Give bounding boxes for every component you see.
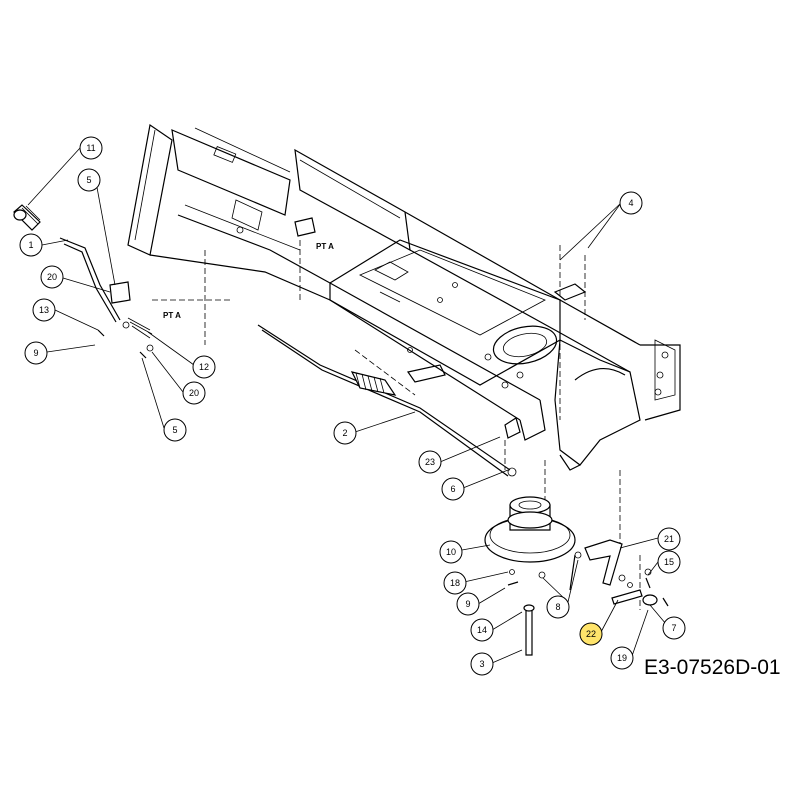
callout-9-left: 9 xyxy=(24,341,48,365)
svg-text:2: 2 xyxy=(342,428,347,438)
callout-9-right: 9 xyxy=(456,592,480,616)
document-id: E3-07526D-01 xyxy=(644,656,781,679)
svg-text:5: 5 xyxy=(172,425,177,435)
callout-23: 23 xyxy=(418,450,442,474)
svg-text:22: 22 xyxy=(586,629,596,639)
callout-21: 21 xyxy=(657,527,681,551)
svg-text:23: 23 xyxy=(425,457,435,467)
chassis-frame xyxy=(127,123,681,471)
svg-text:14: 14 xyxy=(477,625,487,635)
svg-text:15: 15 xyxy=(664,557,674,567)
lever-assembly xyxy=(13,204,154,359)
pto-clutch xyxy=(484,496,582,656)
svg-text:5: 5 xyxy=(86,175,91,185)
svg-text:4: 4 xyxy=(628,198,633,208)
callout-5-upper: 5 xyxy=(77,168,101,192)
callout-13: 13 xyxy=(32,298,56,322)
callout-5-lower: 5 xyxy=(163,418,187,442)
callout-1: 1 xyxy=(19,233,43,257)
svg-text:19: 19 xyxy=(617,653,627,663)
svg-text:9: 9 xyxy=(33,348,38,358)
pt-a-label-lower: PT A xyxy=(163,311,181,320)
callout-3: 3 xyxy=(470,652,494,676)
callout-15: 15 xyxy=(657,550,681,574)
control-rod xyxy=(257,324,521,477)
callout-18: 18 xyxy=(443,571,467,595)
svg-text:20: 20 xyxy=(47,272,57,282)
svg-text:1: 1 xyxy=(28,240,33,250)
callout-10: 10 xyxy=(439,540,463,564)
svg-text:10: 10 xyxy=(446,547,456,557)
callout-2: 2 xyxy=(333,421,357,445)
svg-text:12: 12 xyxy=(199,362,209,372)
svg-text:3: 3 xyxy=(479,659,484,669)
callout-19: 19 xyxy=(610,646,634,670)
leader-lines xyxy=(27,147,667,664)
svg-text:6: 6 xyxy=(450,484,455,494)
svg-text:20: 20 xyxy=(189,388,199,398)
svg-text:18: 18 xyxy=(450,578,460,588)
callout-22-highlighted: 22 xyxy=(579,622,603,646)
callout-20-upper: 20 xyxy=(40,265,64,289)
svg-text:13: 13 xyxy=(39,305,49,315)
callout-4: 4 xyxy=(619,191,643,215)
callout-6: 6 xyxy=(441,477,465,501)
callout-14: 14 xyxy=(470,618,494,642)
svg-text:11: 11 xyxy=(86,143,95,153)
callout-8: 8 xyxy=(546,595,570,619)
svg-text:8: 8 xyxy=(555,602,560,612)
svg-text:21: 21 xyxy=(664,534,674,544)
svg-text:7: 7 xyxy=(671,623,676,633)
callout-7: 7 xyxy=(662,616,686,640)
callout-20-lower: 20 xyxy=(182,381,206,405)
callout-11: 11 xyxy=(79,136,103,160)
assembly-lines xyxy=(150,240,641,610)
pt-a-label-upper: PT A xyxy=(316,242,334,251)
bracket-hardware xyxy=(584,539,669,607)
callout-12: 12 xyxy=(192,355,216,379)
svg-text:9: 9 xyxy=(465,599,470,609)
